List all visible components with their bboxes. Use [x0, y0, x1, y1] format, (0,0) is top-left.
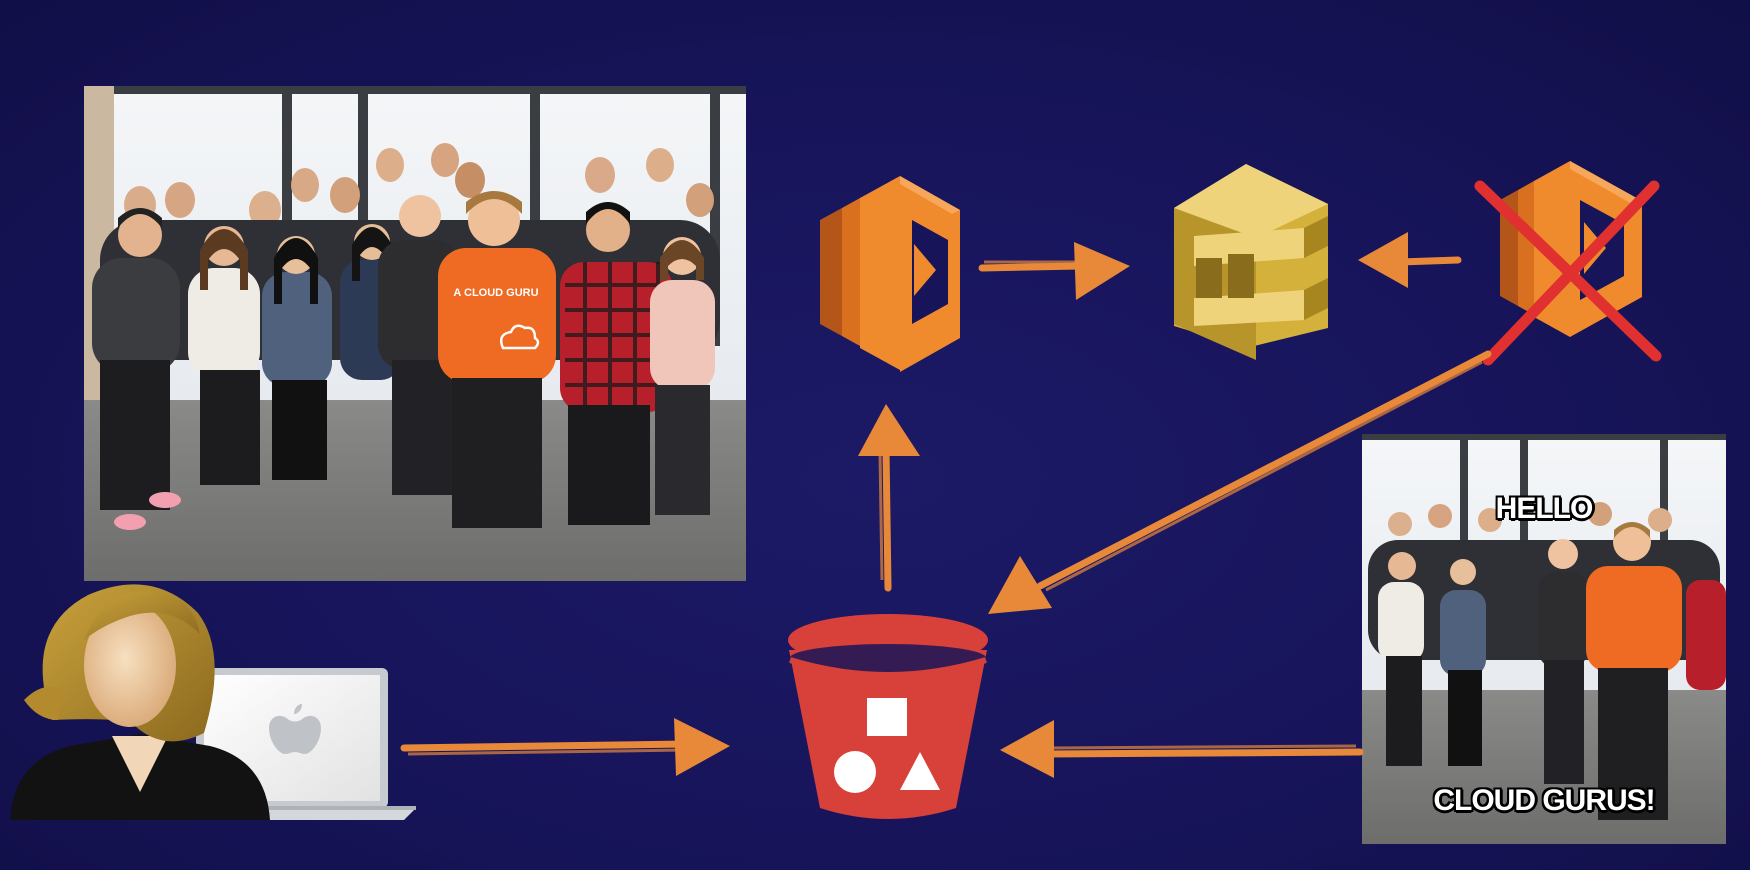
arrow-worker-to-queue: [1358, 232, 1462, 288]
user-at-laptop-icon: [10, 584, 416, 820]
arrow-user-to-bucket: [400, 718, 730, 776]
lambda-function-crossed-out-icon: [1474, 161, 1662, 366]
meme-caption-overlay: HELLO CLOUD GURUS!: [1362, 434, 1726, 844]
lambda-function-icon: [820, 176, 960, 372]
meme-top-text: HELLO: [1495, 492, 1594, 525]
arrow-worker-to-bucket: [988, 350, 1492, 614]
meme-bottom-text: CLOUD GURUS!: [1433, 784, 1655, 817]
cross-out-stroke: [1482, 180, 1660, 366]
arrow-lambda-to-queue: [978, 242, 1130, 300]
arrow-bucket-to-lambda: [858, 404, 920, 592]
arrow-meme-to-bucket: [1000, 720, 1364, 778]
s3-bucket-icon: [788, 614, 988, 819]
team-shirt-print: A CLOUD GURU: [453, 287, 538, 299]
meme-thumbnail: [1362, 434, 1726, 844]
team-photo: A CLOUD GURU: [84, 86, 746, 581]
sqs-queue-icon: [1174, 164, 1328, 360]
